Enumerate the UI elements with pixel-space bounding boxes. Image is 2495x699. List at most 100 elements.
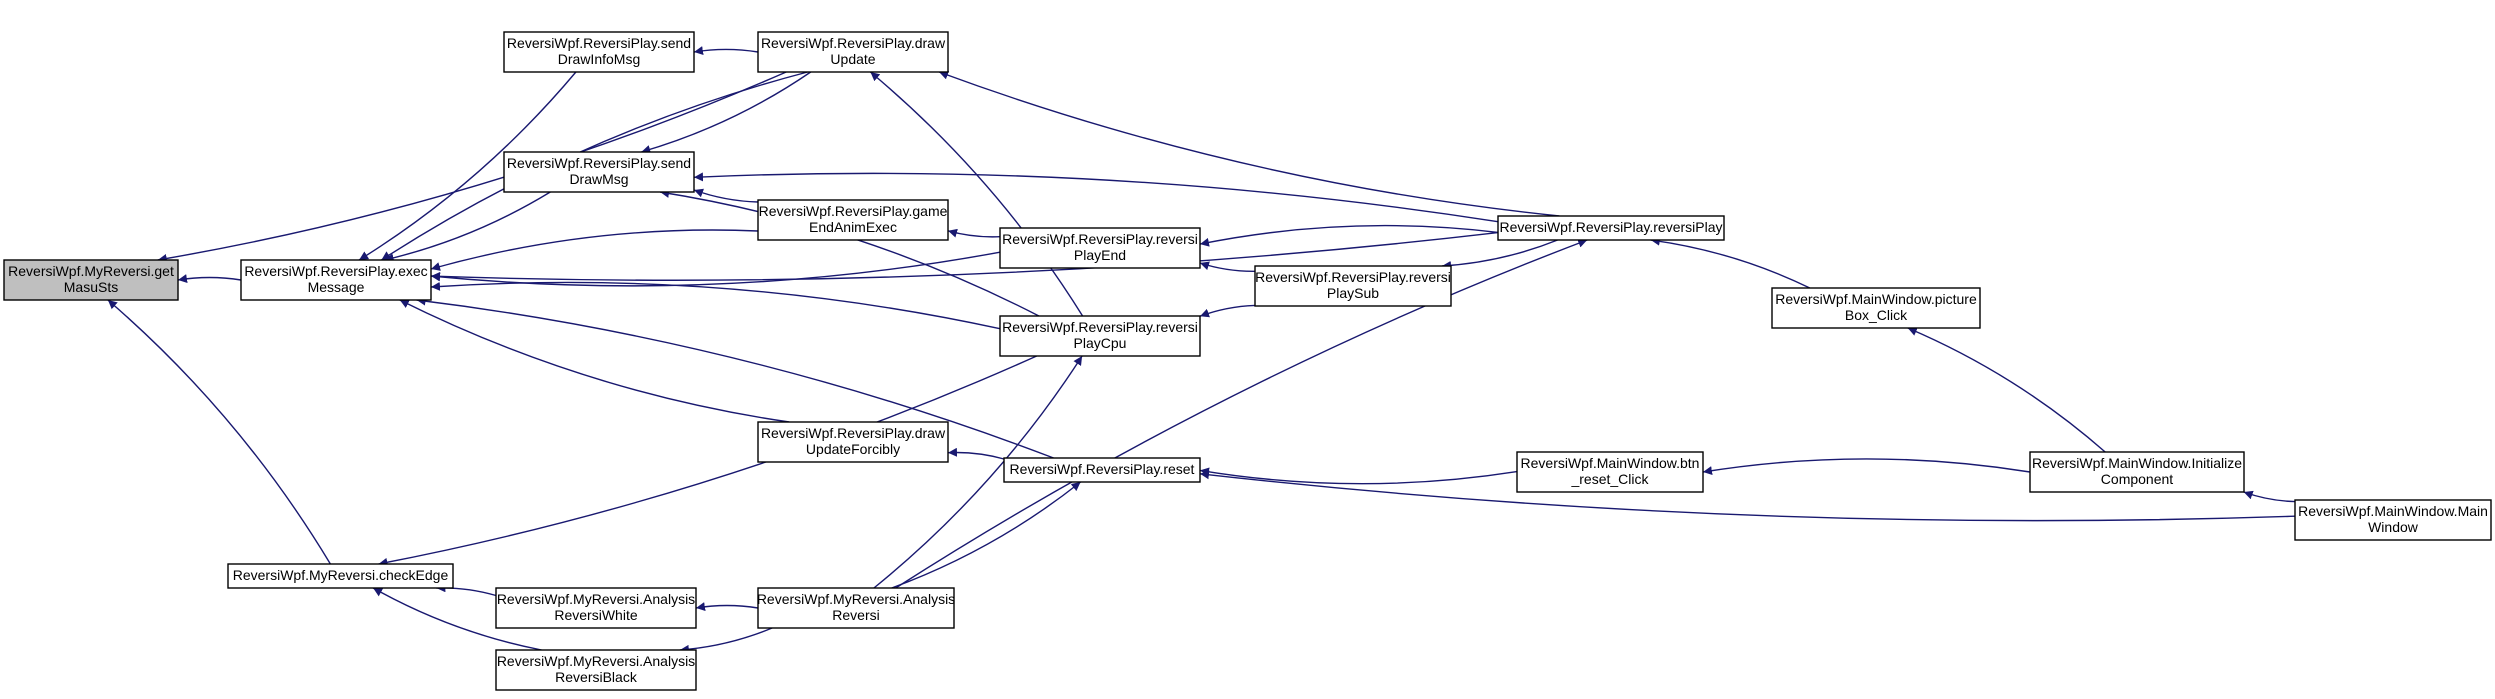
node-label-analysisReversi-line-1: Reversi bbox=[832, 607, 879, 623]
node-reversiPlay[interactable]: ReversiWpf.ReversiPlay.reversiPlay bbox=[1497, 215, 1725, 241]
node-label-analysisReversiWhite-line-1: ReversiWhite bbox=[554, 607, 637, 623]
edge-reversiPlay-to-drawUpdate bbox=[938, 70, 1560, 217]
edge-initializeComponent-to-pictureBoxClick bbox=[1907, 327, 2106, 453]
node-box-btnResetClick bbox=[1516, 451, 1704, 493]
node-checkEdge[interactable]: ReversiWpf.MyReversi.checkEdge bbox=[227, 563, 454, 589]
node-label-reset-line-0: ReversiWpf.ReversiPlay.reset bbox=[1010, 461, 1195, 477]
node-layer: ReversiWpf.MyReversi.getMasuStsReversiWp… bbox=[3, 31, 2492, 691]
node-initializeComponent[interactable]: ReversiWpf.MainWindow.InitializeComponen… bbox=[2029, 451, 2245, 493]
node-box-reversiPlayCpu bbox=[999, 315, 1201, 357]
edge-reversiPlaySub-to-reversiPlayEnd bbox=[1199, 261, 1256, 273]
node-box-reset bbox=[1003, 457, 1201, 483]
node-box-reversiPlayEnd bbox=[999, 227, 1201, 269]
edge-reversiPlayEnd-to-gameEndAnimExec bbox=[947, 228, 1001, 238]
node-label-mainWindow-line-1: Window bbox=[2368, 519, 2419, 535]
edge-drawUpdate-to-sendDrawInfoMsg bbox=[693, 46, 759, 56]
edge-btnResetClick-to-reset bbox=[1199, 467, 1518, 485]
node-label-analysisReversi-line-0: ReversiWpf.MyReversi.Analysis bbox=[757, 591, 955, 607]
edge-analysisReversi-to-reversiPlay bbox=[895, 238, 1588, 589]
node-label-reversiPlayEnd-line-0: ReversiWpf.ReversiPlay.reversi bbox=[1002, 231, 1198, 247]
node-analysisReversiBlack[interactable]: ReversiWpf.MyReversi.AnalysisReversiBlac… bbox=[495, 649, 697, 691]
edge-sendDrawMsg-to-execMessage bbox=[384, 191, 551, 263]
node-label-initializeComponent-line-0: ReversiWpf.MainWindow.Initialize bbox=[2032, 455, 2242, 471]
node-label-pictureBoxClick-line-1: Box_Click bbox=[1845, 307, 1908, 323]
edge-reversiPlay-to-execMessage bbox=[430, 231, 1499, 281]
edge-execMessage-to-getMasuSts bbox=[177, 274, 242, 284]
node-label-btnResetClick-line-0: ReversiWpf.MainWindow.btn bbox=[1521, 455, 1700, 471]
node-label-sendDrawMsg-line-1: DrawMsg bbox=[569, 171, 628, 187]
node-box-reversiPlaySub bbox=[1254, 265, 1452, 307]
edge-reset-to-drawUpdateForcibly bbox=[947, 447, 1005, 460]
node-drawUpdateForcibly[interactable]: ReversiWpf.ReversiPlay.drawUpdateForcibl… bbox=[757, 421, 949, 463]
node-label-execMessage-line-1: Message bbox=[308, 279, 365, 295]
edge-drawUpdate-to-getMasuSts bbox=[157, 71, 787, 263]
edge-drawUpdateForcibly-to-execMessage bbox=[399, 299, 790, 423]
node-label-gameEndAnimExec-line-0: ReversiWpf.ReversiPlay.game bbox=[759, 203, 948, 219]
edge-initializeComponent-to-btnResetClick bbox=[1702, 458, 2031, 476]
node-label-getMasuSts-line-0: ReversiWpf.MyReversi.get bbox=[8, 263, 174, 279]
node-label-execMessage-line-0: ReversiWpf.ReversiPlay.exec bbox=[244, 263, 427, 279]
edge-drawUpdate-to-execMessage bbox=[381, 71, 808, 261]
edge-mainWindow-to-initializeComponent bbox=[2243, 490, 2296, 503]
edge-checkEdge-to-getMasuSts bbox=[107, 299, 331, 565]
node-label-checkEdge-line-0: ReversiWpf.MyReversi.checkEdge bbox=[233, 567, 449, 583]
edge-analysisReversiBlack-to-checkEdge bbox=[372, 587, 542, 651]
edge-reversiPlay-to-reversiPlaySub bbox=[1441, 239, 1558, 270]
node-label-analysisReversiBlack-line-0: ReversiWpf.MyReversi.Analysis bbox=[497, 653, 695, 669]
node-label-sendDrawInfoMsg-line-1: DrawInfoMsg bbox=[558, 51, 640, 67]
edge-reset-to-execMessage bbox=[416, 296, 1054, 459]
edge-analysisReversi-to-analysisReversiBlack bbox=[679, 627, 773, 654]
edge-drawUpdate-to-sendDrawMsg bbox=[641, 71, 812, 154]
node-box-gameEndAnimExec bbox=[757, 199, 949, 241]
node-box-pictureBoxClick bbox=[1771, 287, 1981, 329]
node-mainWindow[interactable]: ReversiWpf.MainWindow.MainWindow bbox=[2294, 499, 2492, 541]
node-label-reversiPlaySub-line-0: ReversiWpf.ReversiPlay.reversi bbox=[1255, 269, 1451, 285]
edge-reversiPlayCpu-to-checkEdge bbox=[378, 355, 1037, 567]
node-label-drawUpdate-line-1: Update bbox=[830, 51, 875, 67]
node-box-execMessage bbox=[240, 259, 432, 301]
edge-sendDrawInfoMsg-to-execMessage bbox=[358, 71, 577, 261]
node-label-reversiPlayCpu-line-0: ReversiWpf.ReversiPlay.reversi bbox=[1002, 319, 1198, 335]
node-box-drawUpdate bbox=[757, 31, 949, 73]
node-box-checkEdge bbox=[227, 563, 454, 589]
node-label-pictureBoxClick-line-0: ReversiWpf.MainWindow.picture bbox=[1775, 291, 1977, 307]
edge-gameEndAnimExec-to-sendDrawMsg bbox=[693, 188, 759, 203]
node-box-analysisReversi bbox=[757, 587, 955, 629]
node-label-analysisReversiBlack-line-1: ReversiBlack bbox=[555, 669, 638, 685]
edge-reversiPlayCpu-to-execMessage bbox=[430, 281, 1001, 330]
node-box-sendDrawMsg bbox=[503, 151, 695, 193]
edge-mainWindow-to-reset bbox=[1199, 470, 2296, 522]
node-label-reversiPlay-line-0: ReversiWpf.ReversiPlay.reversiPlay bbox=[1499, 219, 1722, 235]
node-box-getMasuSts bbox=[3, 259, 179, 301]
node-label-gameEndAnimExec-line-1: EndAnimExec bbox=[809, 219, 897, 235]
node-label-analysisReversiWhite-line-0: ReversiWpf.MyReversi.Analysis bbox=[497, 591, 695, 607]
node-analysisReversiWhite[interactable]: ReversiWpf.MyReversi.AnalysisReversiWhit… bbox=[495, 587, 697, 629]
node-box-mainWindow bbox=[2294, 499, 2492, 541]
edge-analysisReversiWhite-to-checkEdge bbox=[436, 583, 497, 597]
edge-reversiPlaySub-to-reversiPlayCpu bbox=[1199, 304, 1256, 318]
node-label-mainWindow-line-0: ReversiWpf.MainWindow.Main bbox=[2298, 503, 2488, 519]
edge-reversiPlayEnd-to-execMessage bbox=[430, 251, 1001, 287]
edge-reversiPlayCpu-to-drawUpdate bbox=[869, 71, 1084, 317]
node-label-drawUpdateForcibly-line-0: ReversiWpf.ReversiPlay.draw bbox=[761, 425, 946, 441]
node-label-drawUpdate-line-0: ReversiWpf.ReversiPlay.draw bbox=[761, 35, 946, 51]
node-label-initializeComponent-line-1: Component bbox=[2101, 471, 2173, 487]
node-reset[interactable]: ReversiWpf.ReversiPlay.reset bbox=[1003, 457, 1201, 483]
node-label-reversiPlaySub-line-1: PlaySub bbox=[1327, 285, 1379, 301]
node-label-drawUpdateForcibly-line-1: UpdateForcibly bbox=[806, 441, 900, 457]
node-box-analysisReversiWhite bbox=[495, 587, 697, 629]
node-btnResetClick[interactable]: ReversiWpf.MainWindow.btn_reset_Click bbox=[1516, 451, 1704, 493]
node-box-reversiPlay bbox=[1497, 215, 1725, 241]
